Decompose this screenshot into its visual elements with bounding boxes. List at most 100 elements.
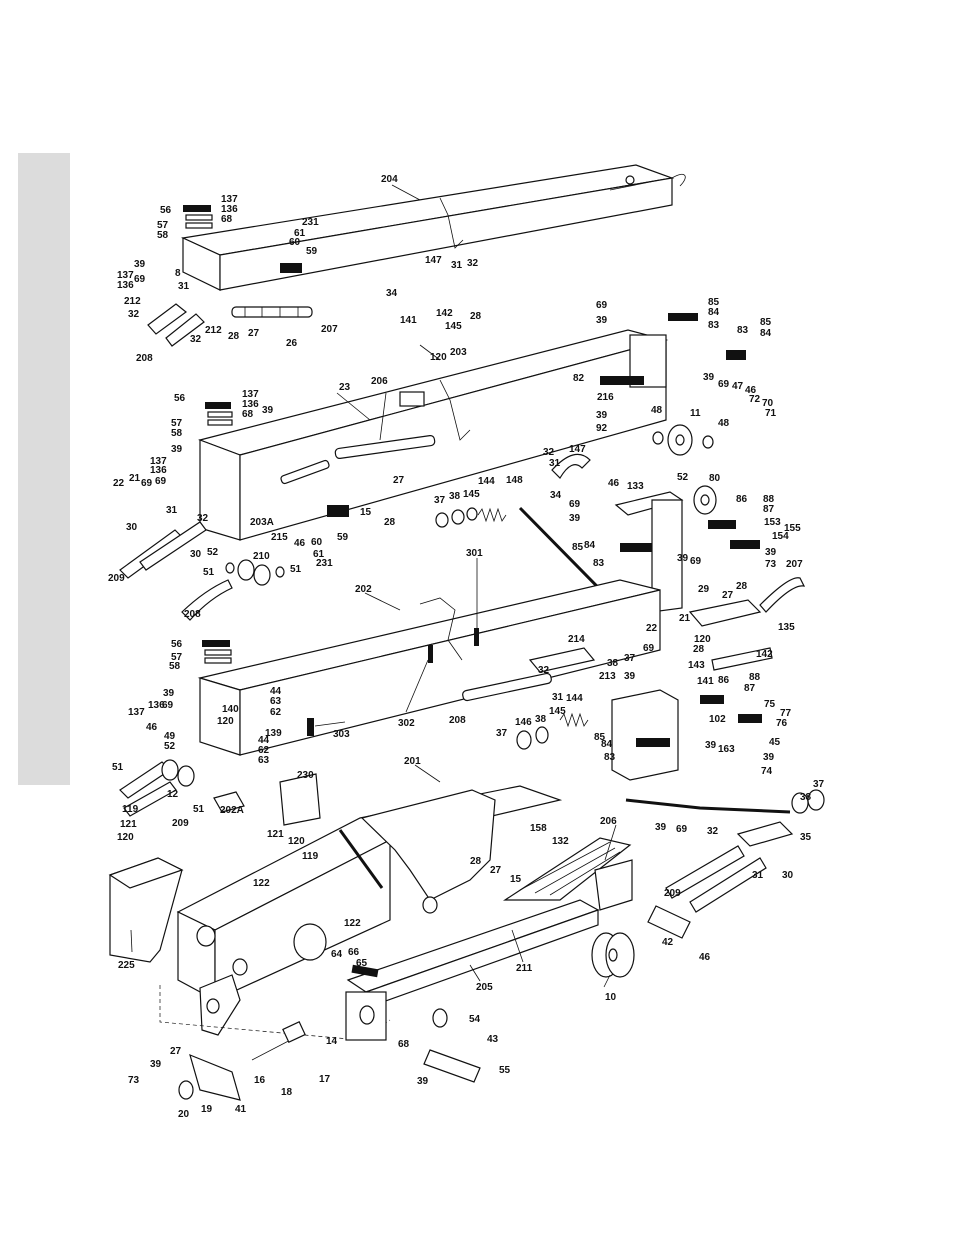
sheave-11 [652, 424, 714, 456]
label-82: 82 [573, 373, 585, 384]
chain-142 [711, 647, 773, 671]
label-147b: 147 [569, 444, 586, 455]
label-230: 230 [297, 770, 314, 781]
boom-section-201 [159, 785, 563, 1041]
label-38d: 38 [800, 792, 812, 803]
label-46e: 46 [699, 952, 711, 963]
pads-82-83-85 [205, 313, 746, 426]
label-34b: 34 [550, 490, 562, 501]
label-72: 72 [749, 394, 761, 405]
label-80: 80 [709, 473, 721, 484]
cylinder-205 [345, 899, 600, 1041]
label-30c: 30 [782, 870, 794, 881]
label-303: 303 [333, 729, 350, 740]
pin-54 [432, 1008, 448, 1028]
label-147: 147 [425, 255, 442, 266]
chain-208-lower [462, 672, 552, 702]
label-84: 84 [708, 307, 720, 318]
label-201: 201 [404, 756, 421, 767]
label-55: 55 [499, 1065, 511, 1076]
label-68b: 68 [242, 409, 254, 420]
label-83b: 83 [737, 325, 749, 336]
label-28: 28 [228, 331, 240, 342]
label-52b: 52 [677, 472, 689, 483]
label-27b: 27 [393, 475, 405, 486]
callout-labels: 204 56 137 136 68 57 58 231 61 60 59 39 … [108, 174, 825, 1120]
label-145c: 145 [549, 706, 566, 717]
label-120e: 120 [117, 832, 134, 843]
label-48b: 48 [718, 418, 730, 429]
label-211: 211 [516, 963, 533, 974]
label-31e: 31 [552, 692, 564, 703]
bracket-102 [611, 689, 762, 781]
label-136b: 136 [117, 280, 134, 291]
label-39b: 39 [596, 315, 608, 326]
label-58b: 58 [171, 428, 183, 439]
rod-16 [251, 1021, 306, 1061]
label-28e: 28 [693, 644, 705, 655]
label-39g: 39 [569, 513, 581, 524]
label-136c: 136 [242, 399, 259, 410]
label-69c: 69 [718, 379, 730, 390]
label-213: 213 [599, 671, 616, 682]
leader-lines [130, 184, 617, 988]
label-63b: 63 [258, 755, 270, 766]
label-209c: 209 [664, 888, 681, 899]
label-88b: 88 [749, 672, 761, 683]
label-16: 16 [254, 1075, 266, 1086]
label-119: 119 [122, 804, 139, 815]
chain-51-209 [119, 759, 195, 817]
label-39: 39 [134, 259, 146, 270]
label-145: 145 [445, 321, 462, 332]
chain-206-lower [502, 837, 632, 901]
label-68: 68 [221, 214, 233, 225]
label-37c: 37 [496, 728, 508, 739]
label-205: 205 [476, 982, 493, 993]
label-87b: 87 [744, 683, 756, 694]
label-62: 62 [270, 707, 282, 718]
label-42: 42 [662, 937, 674, 948]
label-69: 69 [134, 274, 146, 285]
label-31: 31 [451, 260, 463, 271]
label-47: 47 [732, 381, 744, 392]
label-210: 210 [253, 551, 270, 562]
label-212: 212 [124, 296, 141, 307]
label-137: 137 [221, 194, 238, 205]
label-39n: 39 [655, 822, 667, 833]
label-37: 37 [434, 495, 446, 506]
label-142: 142 [436, 308, 453, 319]
plate-29 [688, 599, 762, 627]
label-54: 54 [469, 1014, 481, 1025]
label-32b: 32 [128, 309, 140, 320]
label-17: 17 [319, 1074, 331, 1085]
label-28d: 28 [736, 581, 748, 592]
pad-59-mid [327, 505, 349, 517]
label-32d: 32 [197, 513, 209, 524]
label-148: 148 [506, 475, 523, 486]
label-57: 57 [157, 220, 169, 231]
label-69d: 69 [155, 476, 167, 487]
block-211 [594, 859, 633, 911]
label-39f: 39 [171, 444, 183, 455]
cable-lower [625, 798, 791, 814]
label-28c: 28 [384, 517, 396, 528]
boom-section-202 [197, 579, 661, 756]
label-27d: 27 [490, 865, 502, 876]
label-202A: 202A [220, 805, 244, 816]
label-225: 225 [118, 960, 135, 971]
label-69j: 69 [676, 824, 688, 835]
label-231b: 231 [316, 558, 333, 569]
label-75: 75 [764, 699, 776, 710]
label-15: 15 [360, 507, 372, 518]
label-86b: 86 [718, 675, 730, 686]
label-71: 71 [765, 408, 777, 419]
label-132: 132 [552, 836, 569, 847]
label-102: 102 [709, 714, 726, 725]
label-41: 41 [235, 1104, 247, 1115]
label-20: 20 [178, 1109, 190, 1120]
label-15b: 15 [510, 874, 522, 885]
label-121: 121 [267, 829, 284, 840]
label-141b: 141 [697, 676, 714, 687]
label-51b: 51 [290, 564, 302, 575]
label-84c: 84 [584, 540, 596, 551]
